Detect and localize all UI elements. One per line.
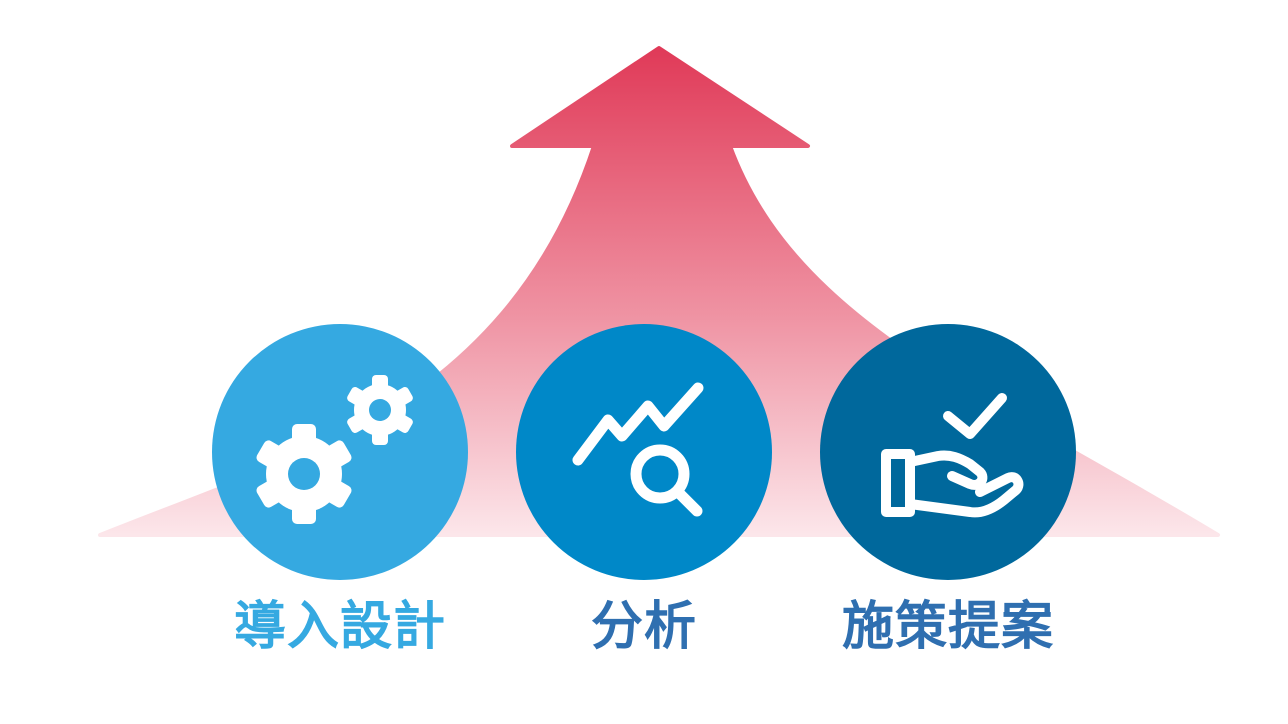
step-1-circle bbox=[212, 324, 468, 580]
step-3-label: 施策提案 bbox=[841, 597, 1054, 657]
trend-magnifier-icon bbox=[572, 382, 704, 517]
hand-check-icon bbox=[881, 393, 1024, 518]
step-2-circle bbox=[516, 324, 772, 580]
step-3-circle bbox=[820, 324, 1076, 580]
step-2-label: 分析 bbox=[590, 597, 697, 657]
step-1-label: 導入設計 bbox=[233, 597, 446, 657]
gears-icon bbox=[256, 375, 413, 524]
